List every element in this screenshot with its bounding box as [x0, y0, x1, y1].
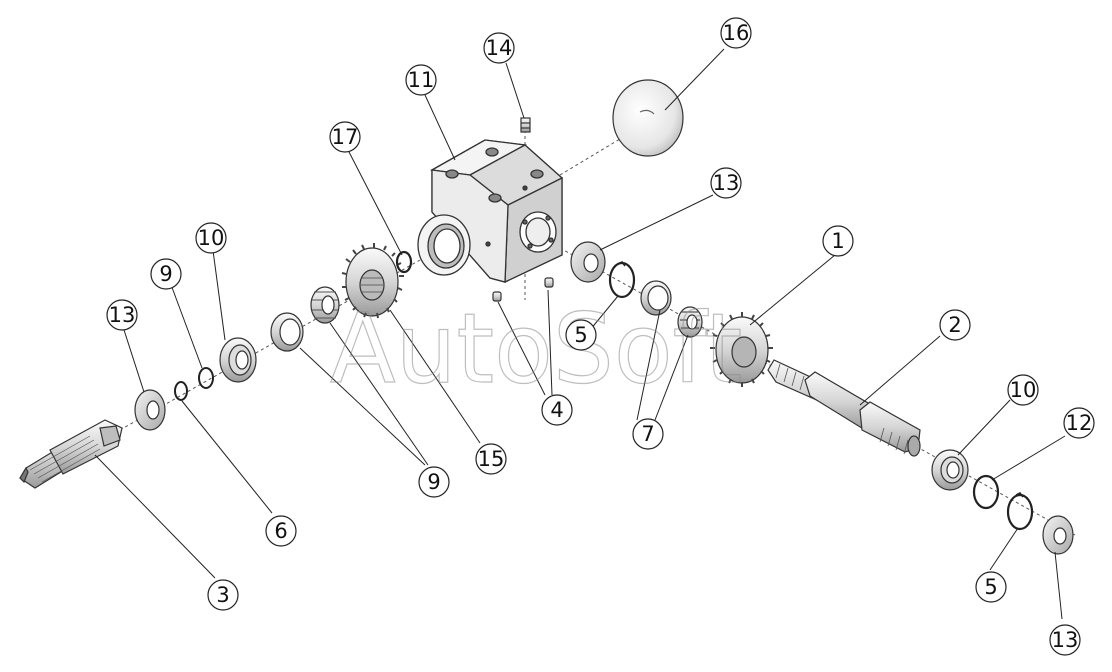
part-2-output-shaft — [767, 359, 921, 457]
part-1-crown-gear — [710, 312, 773, 387]
callout-c4: 4 — [541, 394, 573, 426]
callout-label: 9 — [427, 470, 440, 494]
callout-c9b: 9 — [418, 466, 450, 498]
callout-c9a: 9 — [150, 258, 182, 290]
part-13-washer-right — [1042, 515, 1074, 555]
callout-c17: 17 — [329, 121, 361, 153]
part-13-washer-upper — [570, 241, 606, 283]
callout-c5b: 5 — [975, 571, 1007, 603]
callout-circle — [329, 121, 361, 153]
callout-circle — [565, 319, 597, 351]
leader-lines — [94, 48, 1066, 620]
part-10-bearing-right — [931, 449, 969, 491]
callout-c13a: 13 — [106, 299, 138, 331]
part-14-breather — [520, 117, 531, 133]
callout-c7: 7 — [632, 418, 664, 450]
callout-label: 12 — [1066, 411, 1093, 435]
part-5-circlip-upper — [608, 261, 636, 299]
callout-label: 1 — [831, 229, 844, 253]
callout-circle — [475, 443, 507, 475]
callout-c13b: 13 — [710, 167, 742, 199]
callout-c2: 2 — [939, 309, 971, 341]
callout-label: 17 — [332, 125, 359, 149]
callout-label: 5 — [574, 323, 587, 347]
callout-c1: 1 — [822, 225, 854, 257]
callout-label: 2 — [948, 313, 961, 337]
callout-circle — [632, 418, 664, 450]
part-5-circlip-lower — [1006, 492, 1034, 531]
callout-c12: 12 — [1063, 407, 1095, 439]
callout-label: 13 — [713, 171, 740, 195]
part-9-shim-left — [198, 367, 214, 389]
callout-circle — [975, 571, 1007, 603]
part-3-input-shaft — [19, 419, 123, 489]
callout-circle — [405, 64, 437, 96]
callout-label: 13 — [109, 303, 136, 327]
callout-circle — [720, 17, 752, 49]
part-16-cover-dome — [612, 79, 684, 157]
part-12-ring — [972, 474, 1000, 510]
callout-circle — [710, 167, 742, 199]
callout-c5a: 5 — [565, 319, 597, 351]
part-11-gearbox-housing — [417, 139, 564, 284]
part-7-tapered-bearing — [677, 306, 703, 338]
callout-label: 13 — [1052, 628, 1079, 652]
callout-label: 3 — [216, 583, 229, 607]
watermark: AutoSoft — [330, 293, 742, 405]
part-13-washer-left — [134, 389, 166, 431]
callout-label: 6 — [274, 519, 287, 543]
part-7-bearing-cup — [640, 280, 672, 316]
callout-label: 10 — [198, 226, 225, 250]
callout-label: 15 — [478, 447, 505, 471]
callout-circle — [1063, 407, 1095, 439]
callout-label: 14 — [486, 36, 513, 60]
callout-c13c: 13 — [1049, 624, 1081, 656]
callout-label: 9 — [159, 262, 172, 286]
callout-circle — [1007, 374, 1039, 406]
callout-circle — [1049, 624, 1081, 656]
callout-c6: 6 — [265, 515, 297, 547]
part-9-tapered-bearing — [310, 286, 340, 324]
callout-c15: 15 — [475, 443, 507, 475]
callout-label: 5 — [984, 575, 997, 599]
part-17-o-ring — [395, 250, 413, 274]
callout-circle — [483, 32, 515, 64]
callout-c16: 16 — [720, 17, 752, 49]
callout-label: 16 — [723, 21, 750, 45]
callout-c3: 3 — [207, 579, 239, 611]
callout-c11: 11 — [405, 64, 437, 96]
callout-label: 10 — [1010, 378, 1037, 402]
callout-circle — [418, 466, 450, 498]
callout-c10b: 10 — [1007, 374, 1039, 406]
callout-circle — [541, 394, 573, 426]
callout-circle — [106, 299, 138, 331]
callout-c10a: 10 — [195, 222, 227, 254]
callout-circle — [265, 515, 297, 547]
callout-label: 11 — [408, 68, 435, 92]
part-15-bevel-gear — [341, 243, 404, 319]
part-9-bearing-cup — [270, 312, 304, 352]
callout-circle — [822, 225, 854, 257]
callout-circle — [195, 222, 227, 254]
part-4-plugs — [492, 277, 554, 302]
part-6-snap-ring — [174, 381, 188, 401]
callout-c14: 14 — [483, 32, 515, 64]
callout-circle — [150, 258, 182, 290]
callout-circle — [207, 579, 239, 611]
callout-circle — [939, 309, 971, 341]
callout-label: 4 — [550, 398, 563, 422]
callout-label: 7 — [641, 422, 654, 446]
part-10-bearing-left — [219, 337, 257, 383]
